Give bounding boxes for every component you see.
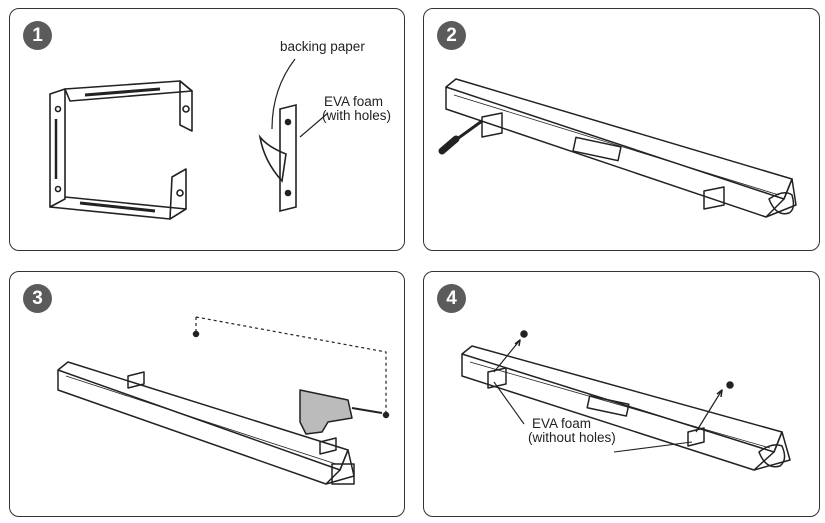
- mounting-bracket-left: [481, 112, 503, 138]
- step-number-badge: 1: [23, 21, 52, 50]
- soundbar-top-face: [445, 78, 793, 200]
- soundbar-control-panel: [586, 395, 630, 417]
- step-number-badge: 4: [437, 284, 466, 313]
- eva-foam-leader: [299, 112, 329, 138]
- power-drill: [299, 389, 353, 435]
- step-number-badge: 2: [437, 21, 466, 50]
- bracket-bottom-tab: [169, 168, 187, 220]
- drill-hole-right: [382, 411, 390, 419]
- step-2-panel: 2: [423, 8, 820, 251]
- eva-foam-label-detail: (without holes): [528, 430, 616, 445]
- foam-attachment-illustration: [461, 330, 791, 471]
- soundbar-end-cap: [768, 192, 795, 215]
- soundbar-front-face: [461, 354, 775, 471]
- soundbar-front-face: [445, 87, 785, 218]
- measurement-guide-lines: [195, 316, 387, 412]
- backing-paper-shape: [258, 134, 287, 183]
- step-number-badge: 3: [23, 284, 52, 313]
- soundbar-top-face: [461, 345, 783, 453]
- backing-paper-leader: [271, 58, 296, 130]
- eva-foam-piece-left: [520, 330, 528, 338]
- soundbar-end-cap: [331, 463, 355, 485]
- bracket-and-foam-illustration: [49, 58, 329, 220]
- step-4-panel: 4 EVA foam (without holes): [423, 271, 820, 517]
- eva-foam-piece-right: [726, 381, 734, 389]
- soundbar-front-face: [57, 370, 341, 485]
- foam-arrow-left: [493, 339, 521, 373]
- eva-foam-label-detail: (with holes): [322, 108, 392, 123]
- soundbar-end-cap: [758, 444, 786, 468]
- drill-bit: [351, 407, 383, 414]
- bracket-top-tab: [179, 80, 193, 132]
- drill-hole-left: [192, 330, 200, 338]
- step-3-panel: 3: [9, 271, 405, 517]
- foam-arrow-right: [695, 389, 723, 433]
- eva-foam-label: EVA foam: [532, 416, 592, 431]
- wall-drilling-illustration: [57, 316, 390, 485]
- mounting-bracket-right: [319, 437, 337, 455]
- mounting-bracket-right: [687, 427, 705, 447]
- eva-foam-label: EVA foam: [324, 94, 384, 109]
- mounting-bracket-left: [487, 367, 507, 389]
- soundbar-control-panel: [572, 136, 622, 162]
- soundbar-bracket-mount-illustration: [438, 78, 797, 218]
- mounting-bracket-right: [703, 186, 725, 210]
- foam-leader-left: [493, 381, 525, 425]
- eva-foam-strip: [279, 103, 297, 213]
- foam-leader-right: [613, 441, 693, 453]
- step-1-panel: 1: [9, 8, 405, 251]
- bracket-back-plate: [49, 88, 66, 208]
- screwdriver-handle: [438, 135, 460, 155]
- backing-paper-label: backing paper: [280, 39, 365, 54]
- mounting-bracket-left: [127, 371, 145, 389]
